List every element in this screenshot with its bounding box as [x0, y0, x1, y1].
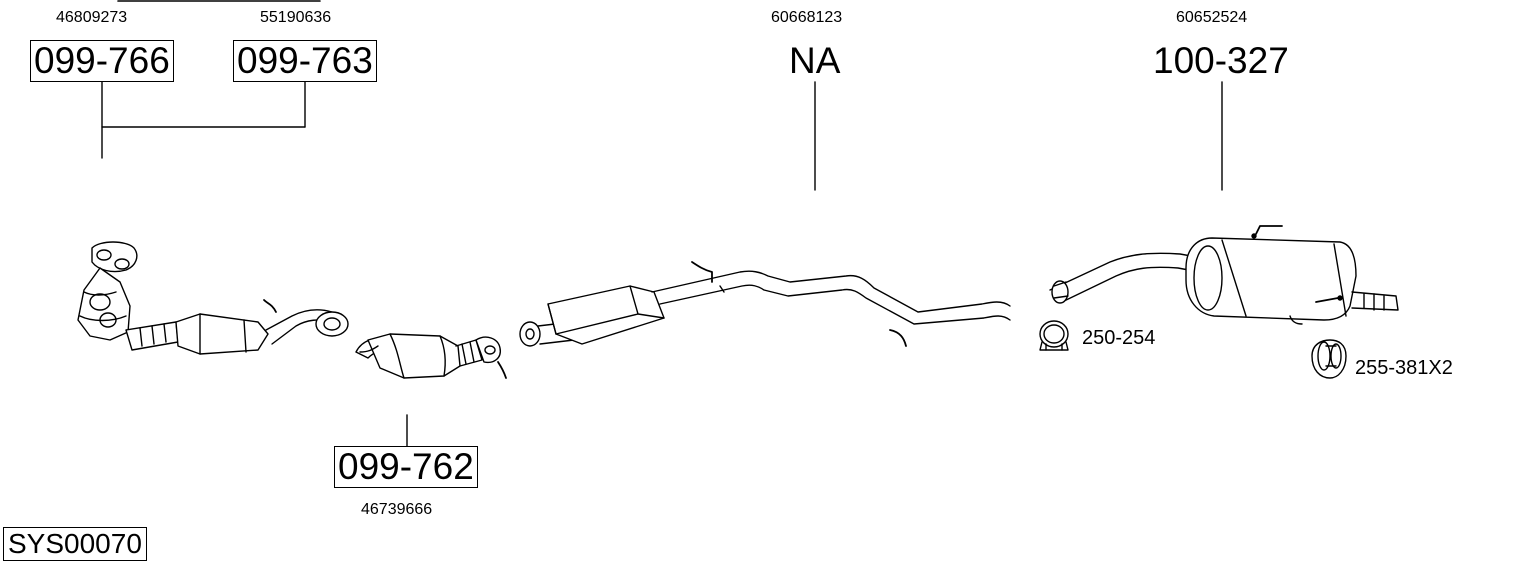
oem-number-p3: 60668123: [771, 9, 843, 26]
part-number-p1[interactable]: 099-766: [30, 40, 174, 82]
rear-silencer-drawing: [1049, 225, 1399, 325]
centre-silencer-drawing: [519, 261, 1011, 347]
clamp-part-number[interactable]: 250-254: [1082, 327, 1156, 349]
part-number-p3[interactable]: NA: [789, 40, 841, 81]
rubber-mount-icon: [1311, 339, 1347, 379]
oem-number-p4: 60652524: [1176, 9, 1248, 26]
catalytic-converter-drawing: [355, 333, 507, 379]
oem-number-p5: 46739666: [361, 501, 433, 518]
oem-number-p1: 46809273: [56, 9, 128, 26]
clamp-icon: [1039, 320, 1069, 351]
part-number-p5[interactable]: 099-762: [334, 446, 478, 488]
part-number-p4[interactable]: 100-327: [1153, 40, 1289, 81]
part-number-p2[interactable]: 099-763: [233, 40, 377, 82]
leader-lines: [101, 0, 1223, 447]
oem-number-p2: 55190636: [260, 9, 332, 26]
front-pipe-catalyst-drawing: [77, 241, 349, 355]
rubber-mount-part-number[interactable]: 255-381X2: [1355, 357, 1453, 379]
system-id: SYS00070: [3, 527, 147, 561]
